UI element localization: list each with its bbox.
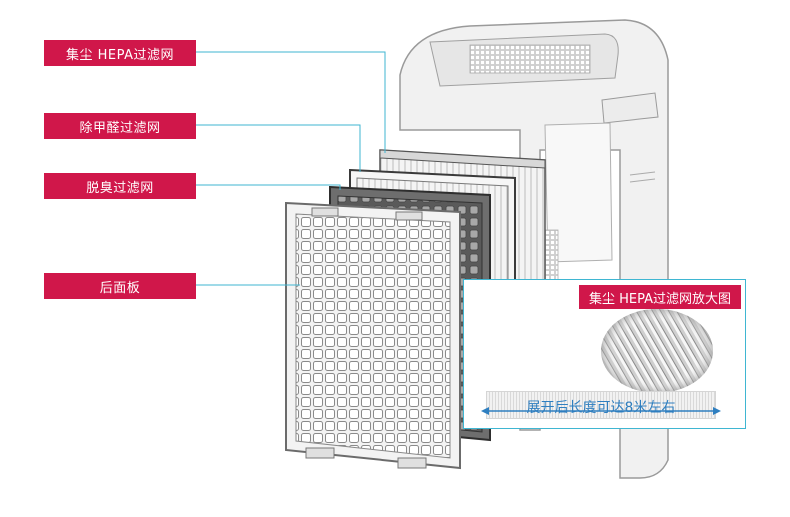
hepa-zoom-image [601,309,713,393]
leader-lines [196,51,386,286]
back-panel [285,201,461,470]
hepa-zoom-callout: 集尘 HEPA过滤网放大图 展开后长度可达8米左右 [463,279,746,429]
label-back-panel: 后面板 [44,273,196,299]
unfolded-length-text: 展开后长度可达8米左右 [526,400,676,416]
length-arrow [481,407,721,415]
unfolded-length-strip: 展开后长度可达8米左右 [486,391,716,419]
label-hepa-filter: 集尘 HEPA过滤网 [44,40,196,66]
zoom-title: 集尘 HEPA过滤网放大图 [578,285,741,309]
label-formaldehyde-filter: 除甲醛过滤网 [44,113,196,139]
label-deodorize-filter: 脱臭过滤网 [44,173,196,199]
